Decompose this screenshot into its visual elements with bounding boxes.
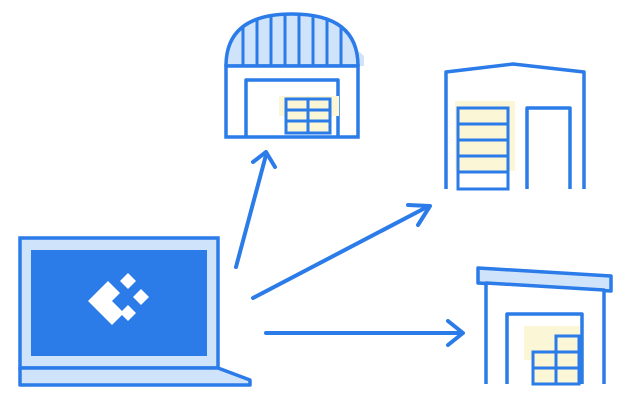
arrow-to-gable-warehouse [251, 203, 432, 300]
arrow-to-quonset-warehouse [234, 150, 277, 269]
logo-icon [88, 273, 149, 325]
arrow-to-flat-roof-warehouse [264, 319, 465, 347]
quonset-dome [224, 12, 360, 68]
gable-door [525, 106, 572, 189]
flat-roof-warehouse-icon [476, 266, 613, 386]
gable-shelving [456, 106, 510, 191]
flat-roof-door [505, 312, 584, 384]
laptop-base [18, 366, 252, 387]
gable-warehouse-icon [444, 62, 586, 191]
laptop-with-logo-icon [18, 236, 252, 387]
laptop-screen [31, 250, 207, 356]
connection-arrows [234, 150, 465, 347]
flat-roof-crates [531, 334, 581, 386]
quonset-crates [284, 97, 332, 135]
quonset-warehouse-icon [224, 12, 364, 139]
flat-roof [476, 266, 613, 293]
